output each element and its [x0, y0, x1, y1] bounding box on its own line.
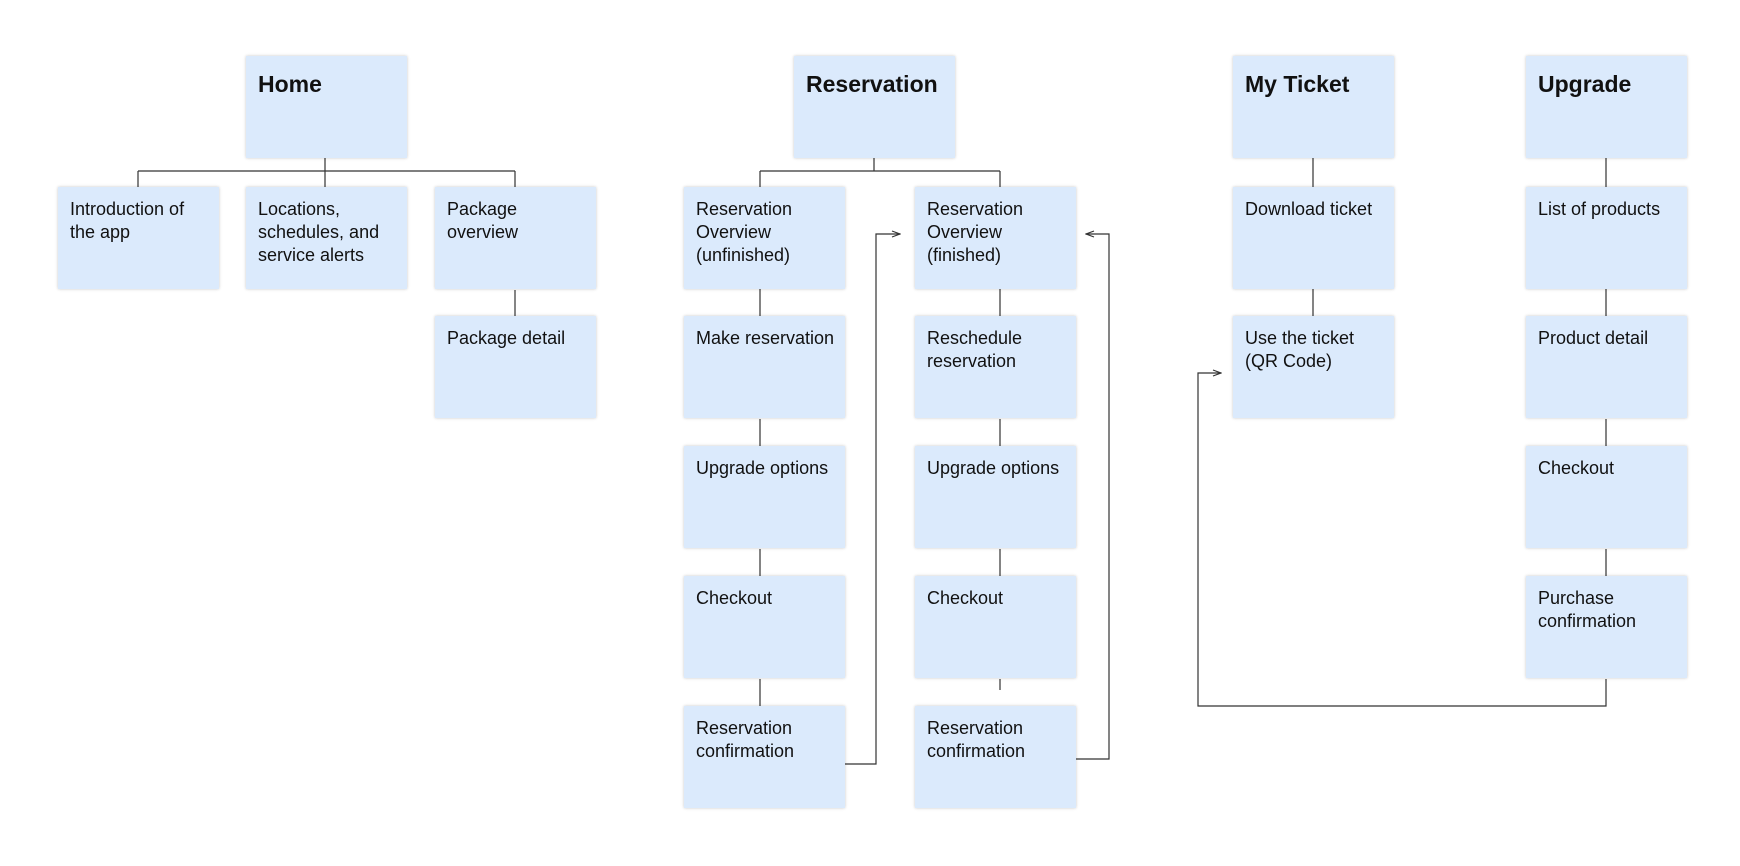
- node-upgrade-options-unfinished: Upgrade options: [684, 446, 845, 548]
- header-home: Home: [246, 56, 407, 158]
- node-reschedule-reservation: Reschedule reservation: [915, 316, 1076, 418]
- node-checkout-upgrade: Checkout: [1526, 446, 1687, 548]
- node-label: Package detail: [447, 328, 566, 348]
- arrow-unfinished-confirmation-to-finished-overview: [845, 234, 900, 765]
- node-label: Reschedule reservation: [927, 328, 1023, 371]
- header-home-label: Home: [258, 71, 322, 97]
- node-label: Package overview: [447, 199, 519, 242]
- node-make-reservation: Make reservation: [684, 316, 845, 418]
- node-checkout-unfinished: Checkout: [684, 576, 845, 678]
- node-label: List of products: [1538, 199, 1661, 219]
- header-reservation: Reservation: [794, 56, 955, 158]
- node-label: Locations, schedules, and service alerts: [258, 199, 380, 265]
- node-package-overview: Package overview: [435, 187, 596, 289]
- node-label: Purchase confirmation: [1538, 588, 1637, 631]
- node-label: Reservation confirmation: [696, 718, 795, 761]
- node-reservation-confirmation-unfinished: Reservation confirmation: [684, 706, 845, 808]
- node-list-of-products: List of products: [1526, 187, 1687, 289]
- header-upgrade: Upgrade: [1526, 56, 1687, 158]
- node-purchase-confirmation: Purchase confirmation: [1526, 576, 1687, 678]
- node-upgrade-options-finished: Upgrade options: [915, 446, 1076, 548]
- connector-reservation-tree: [759, 158, 1001, 187]
- node-locations-schedules-alerts: Locations, schedules, and service alerts: [246, 187, 407, 289]
- node-label: Checkout: [1538, 458, 1615, 478]
- arrow-purchase-confirmation-to-use-ticket: [1197, 373, 1607, 707]
- header-my-ticket-label: My Ticket: [1245, 71, 1350, 97]
- node-checkout-finished: Checkout: [915, 576, 1076, 678]
- node-label: Make reservation: [696, 328, 835, 348]
- node-label: Upgrade options: [927, 458, 1060, 478]
- node-label: Upgrade options: [696, 458, 829, 478]
- node-label: Checkout: [927, 588, 1004, 608]
- node-label: Product detail: [1538, 328, 1649, 348]
- node-reservation-confirmation-finished: Reservation confirmation: [915, 706, 1076, 808]
- header-reservation-label: Reservation: [806, 71, 938, 97]
- header-my-ticket: My Ticket: [1233, 56, 1394, 158]
- node-label: Reservation Overview (finished): [927, 199, 1024, 265]
- node-label: Reservation Overview (unfinished): [696, 199, 793, 265]
- node-label: Introduction of the app: [70, 199, 185, 242]
- header-upgrade-label: Upgrade: [1538, 71, 1632, 97]
- node-label: Download ticket: [1245, 199, 1373, 219]
- node-label: Checkout: [696, 588, 773, 608]
- arrow-finished-confirmation-to-finished-overview: [1075, 234, 1110, 760]
- node-label: Reservation confirmation: [927, 718, 1026, 761]
- node-product-detail: Product detail: [1526, 316, 1687, 418]
- node-introduction-of-the-app: Introduction of the app: [58, 187, 219, 289]
- node-download-ticket: Download ticket: [1233, 187, 1394, 289]
- node-use-the-ticket: Use the ticket (QR Code): [1233, 316, 1394, 418]
- node-package-detail: Package detail: [435, 316, 596, 418]
- node-reservation-overview-finished: Reservation Overview (finished): [915, 187, 1076, 289]
- node-label: Use the ticket (QR Code): [1245, 328, 1355, 371]
- node-reservation-overview-unfinished: Reservation Overview (unfinished): [684, 187, 845, 289]
- connector-home-tree: [137, 158, 516, 187]
